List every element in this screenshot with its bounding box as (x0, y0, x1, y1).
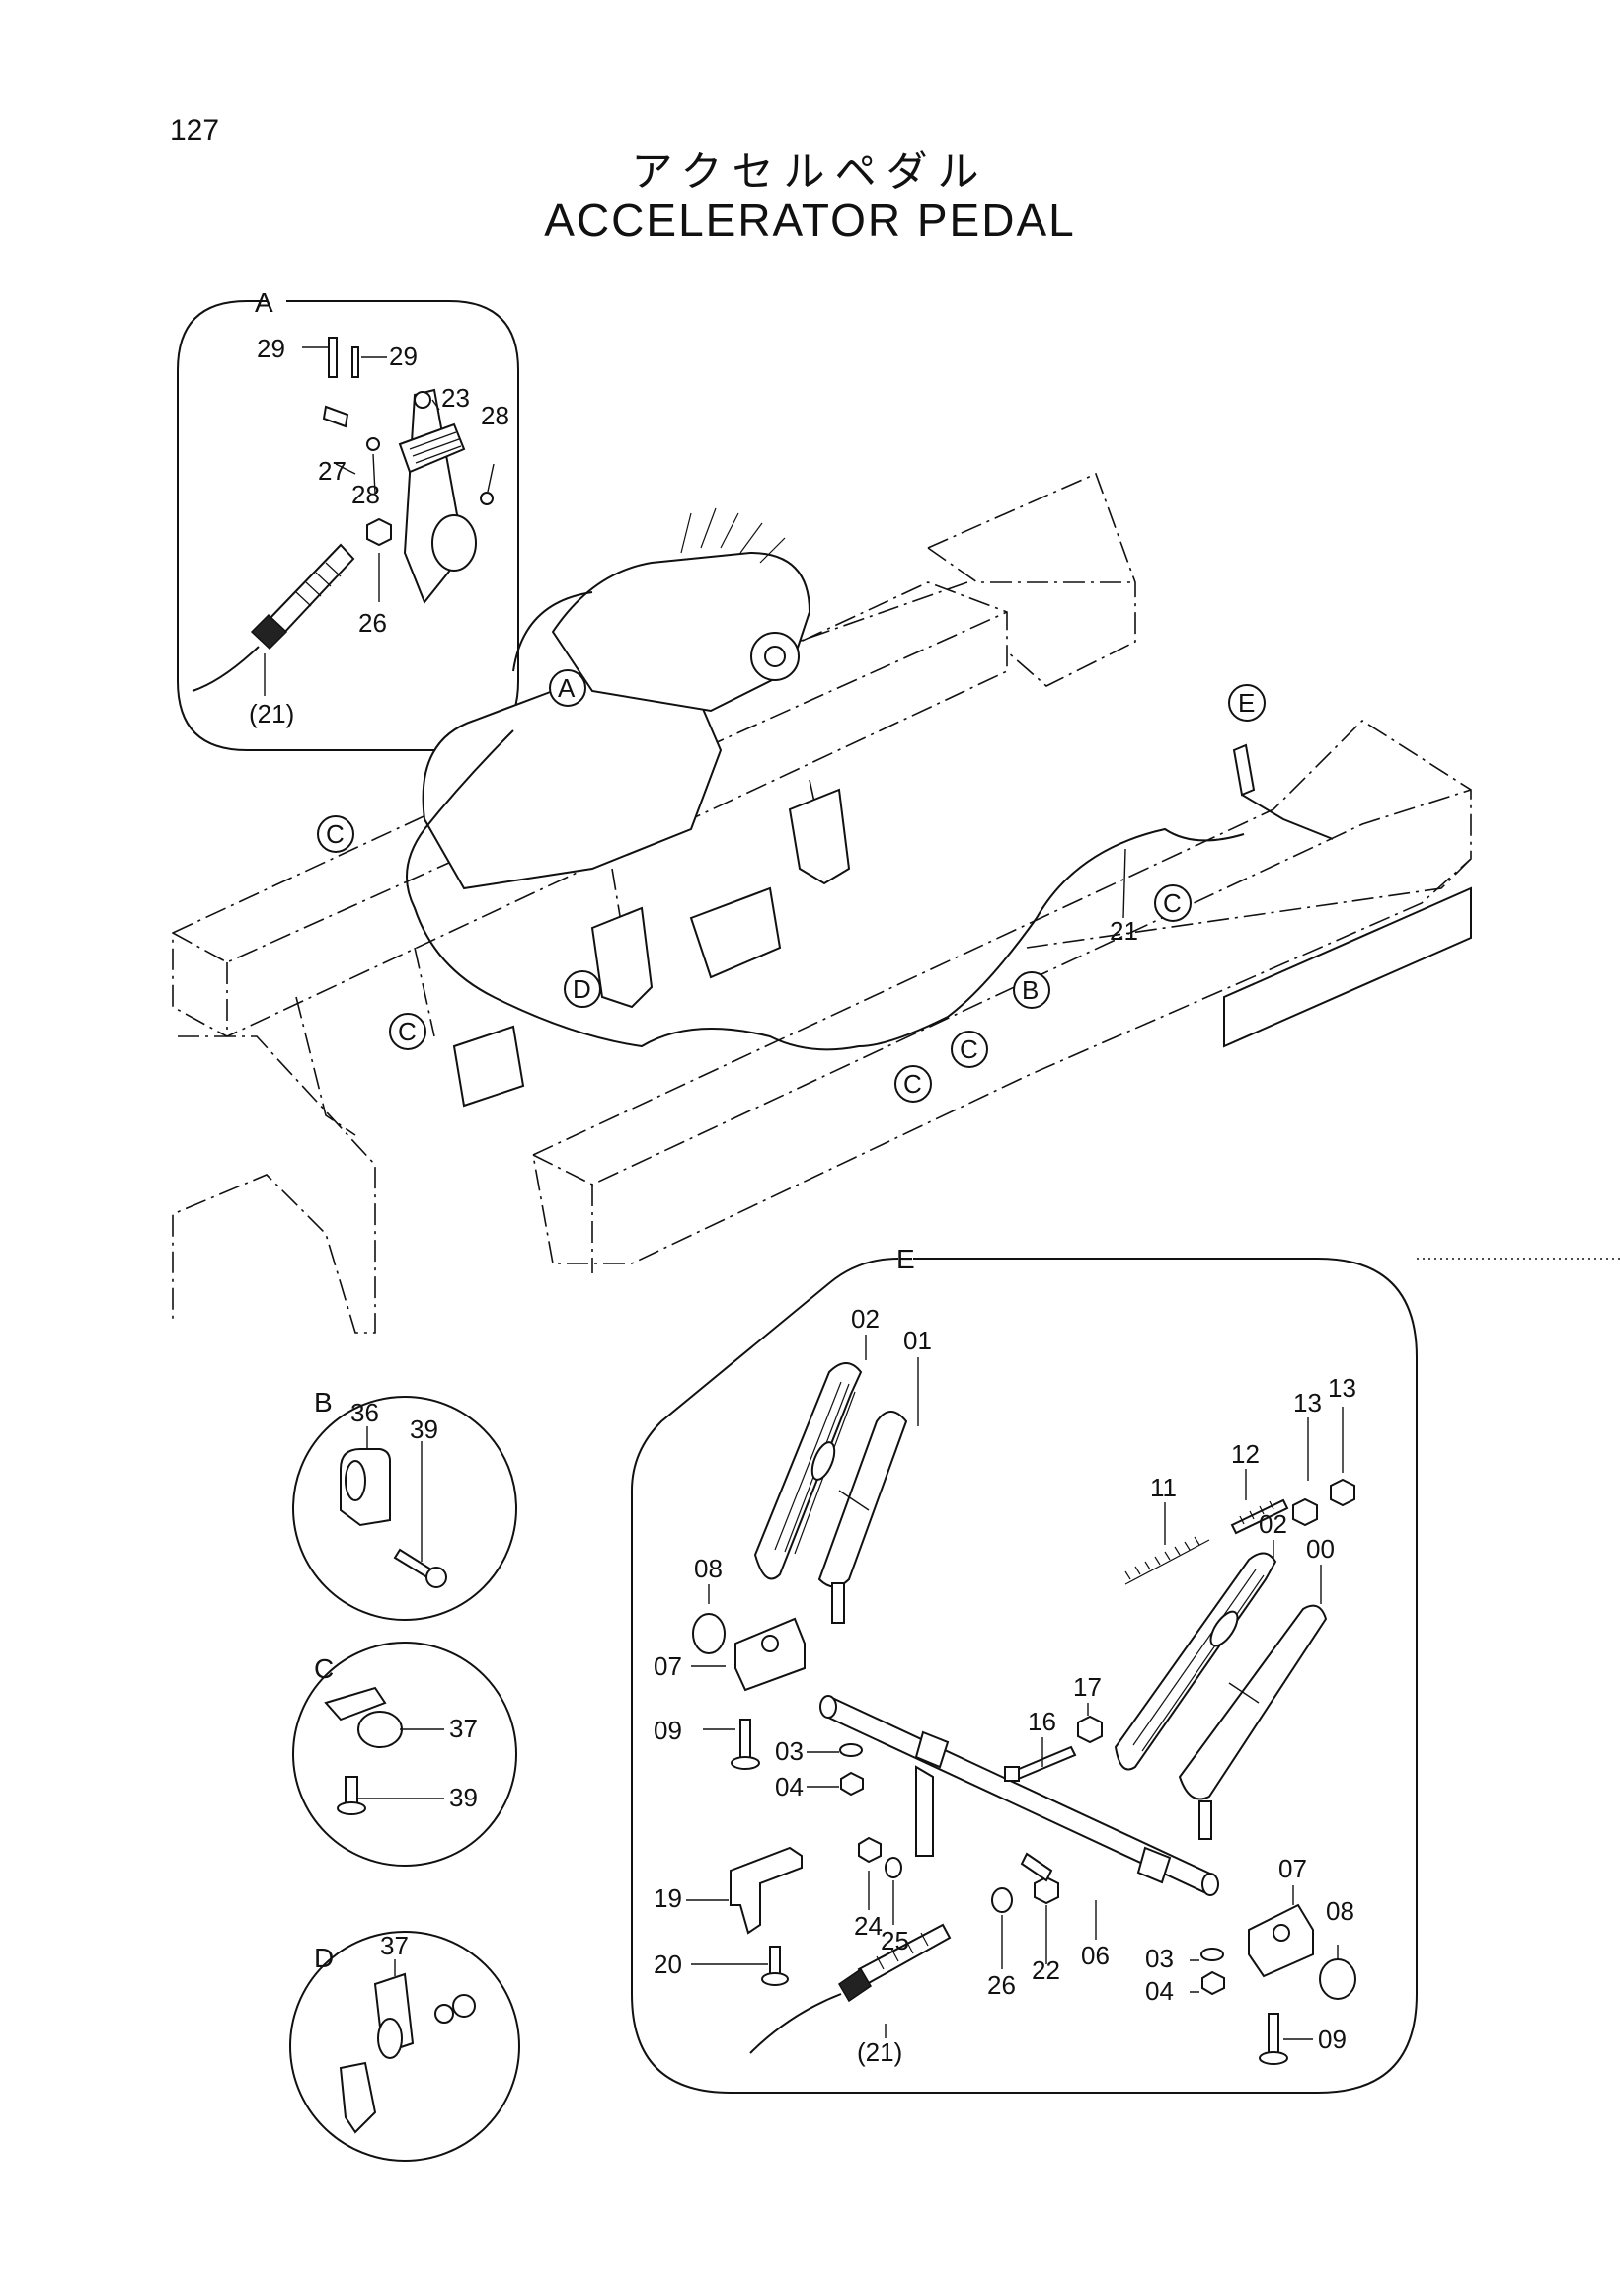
marker-c-2: C (1163, 888, 1182, 918)
frame-letter-b: B (314, 1387, 333, 1417)
label-e-26: 26 (987, 1970, 1016, 2000)
marker-c-3: C (398, 1017, 417, 1046)
label-b-36: 36 (350, 1398, 379, 1427)
marker-e: E (1238, 688, 1255, 718)
detail-b: B (292, 1387, 517, 1621)
marker-c-4: C (903, 1069, 922, 1099)
label-d-37: 37 (380, 1931, 409, 1960)
label-main-21: 21 (1110, 916, 1138, 946)
label-e-22: 22 (1032, 1955, 1060, 1985)
label-e-09-top: 09 (654, 1716, 682, 1745)
marker-b: B (1022, 975, 1039, 1005)
title-japanese: アクセルペダル (631, 147, 989, 195)
detail-c: C (292, 1642, 517, 1867)
label-a-29-right: 29 (389, 342, 418, 371)
detail-e: E (631, 1244, 1620, 2094)
label-a-21: (21) (249, 699, 294, 728)
label-e-21: (21) (857, 2037, 902, 2067)
label-e-01: 01 (903, 1326, 932, 1355)
label-a-26: 26 (358, 608, 387, 638)
page-number: 127 (170, 115, 220, 147)
label-e-02-top: 02 (851, 1304, 880, 1334)
label-a-23: 23 (441, 383, 470, 413)
label-b-39: 39 (410, 1415, 438, 1444)
label-c-37: 37 (449, 1714, 478, 1743)
label-e-19: 19 (654, 1883, 682, 1913)
label-e-00: 00 (1306, 1534, 1335, 1564)
label-e-16: 16 (1028, 1707, 1056, 1736)
label-e-03-top: 03 (775, 1736, 804, 1766)
label-a-27: 27 (318, 456, 347, 486)
label-e-11: 11 (1150, 1473, 1177, 1502)
label-e-07-top: 07 (654, 1651, 682, 1681)
marker-a: A (558, 673, 576, 703)
label-a-29-left: 29 (257, 334, 285, 363)
label-e-25: 25 (881, 1926, 909, 1955)
label-e-06: 06 (1081, 1941, 1110, 1970)
location-markers: A C E C C D B C C (317, 669, 1266, 1103)
frame-letter-c: C (314, 1653, 334, 1684)
detail-a: A (177, 287, 519, 751)
marker-c-1: C (326, 819, 345, 849)
label-a-28-left: 28 (351, 480, 380, 509)
label-e-08-bottom: 08 (1326, 1896, 1354, 1926)
page-title: ACCELERATOR PEDAL (544, 194, 1076, 246)
label-c-39: 39 (449, 1783, 478, 1812)
label-e-03-bottom: 03 (1145, 1944, 1174, 1973)
label-e-07-bottom: 07 (1278, 1854, 1307, 1883)
label-e-24: 24 (854, 1911, 883, 1941)
label-e-02-bottom: 02 (1259, 1509, 1287, 1539)
frame-letter-e: E (896, 1244, 915, 1274)
label-e-04-bottom: 04 (1145, 1976, 1174, 2006)
label-e-09-bottom: 09 (1318, 2025, 1347, 2054)
marker-c-5: C (960, 1034, 978, 1064)
marker-d: D (573, 974, 591, 1004)
label-e-20: 20 (654, 1950, 682, 1979)
detail-d: D (289, 1931, 520, 2162)
main-frame-view (172, 472, 1472, 1334)
label-e-17: 17 (1073, 1672, 1102, 1702)
label-e-04-top: 04 (775, 1772, 804, 1801)
label-e-13-left: 13 (1293, 1388, 1322, 1417)
frame-letter-a: A (255, 287, 273, 318)
label-a-28-right: 28 (481, 401, 509, 430)
label-e-08-top: 08 (694, 1554, 723, 1583)
frame-letter-d: D (314, 1943, 334, 1973)
label-e-13-right: 13 (1328, 1373, 1356, 1403)
label-e-12: 12 (1231, 1439, 1260, 1469)
